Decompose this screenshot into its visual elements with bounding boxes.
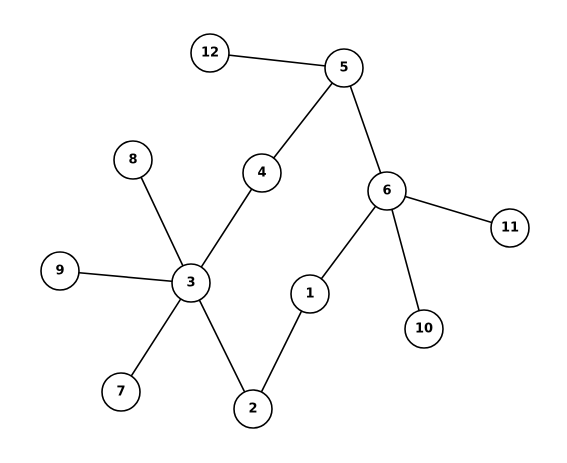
node-circle-10 [404,309,444,349]
node-label-6: 6 [382,184,391,199]
node-label-10: 10 [415,322,433,337]
edge-3-2 [190,282,254,410]
node-circle-3 [171,263,211,303]
node-label-9: 9 [55,264,64,279]
edge-7-3 [120,282,192,393]
node-circle-9 [40,251,80,291]
node-label-11: 11 [501,221,519,236]
node-4: 4 [242,153,282,193]
edges-layer [59,52,511,410]
node-circle-1 [290,274,330,314]
node-10: 10 [404,309,444,349]
edge-6-10 [386,190,425,330]
node-8: 8 [113,140,153,180]
edge-12-5 [209,52,345,69]
edge-1-6 [309,190,388,295]
edge-4-3 [190,172,263,284]
node-label-5: 5 [339,61,348,76]
node-circle-7 [101,372,141,412]
node-12: 12 [190,33,230,73]
node-9: 9 [40,251,80,291]
node-label-2: 2 [248,402,257,417]
node-circle-4 [242,153,282,193]
node-label-8: 8 [128,153,137,168]
edge-5-6 [343,67,388,192]
node-circle-12 [190,33,230,73]
node-label-1: 1 [305,287,314,302]
node-label-7: 7 [116,385,125,400]
node-circle-2 [233,389,273,429]
node-1: 1 [290,274,330,314]
edge-6-11 [386,190,511,229]
node-2: 2 [233,389,273,429]
node-5: 5 [324,48,364,88]
node-circle-11 [490,208,530,248]
node-6: 6 [367,171,407,211]
node-3: 3 [171,263,211,303]
node-label-4: 4 [257,166,266,181]
node-11: 11 [490,208,530,248]
edge-9-3 [59,270,192,284]
edge-5-4 [261,67,345,174]
node-label-3: 3 [186,276,195,291]
node-circle-6 [367,171,407,211]
node-label-12: 12 [201,46,219,61]
node-7: 7 [101,372,141,412]
edge-8-3 [132,159,192,284]
node-circle-8 [113,140,153,180]
edge-2-1 [252,293,311,410]
node-circle-5 [324,48,364,88]
